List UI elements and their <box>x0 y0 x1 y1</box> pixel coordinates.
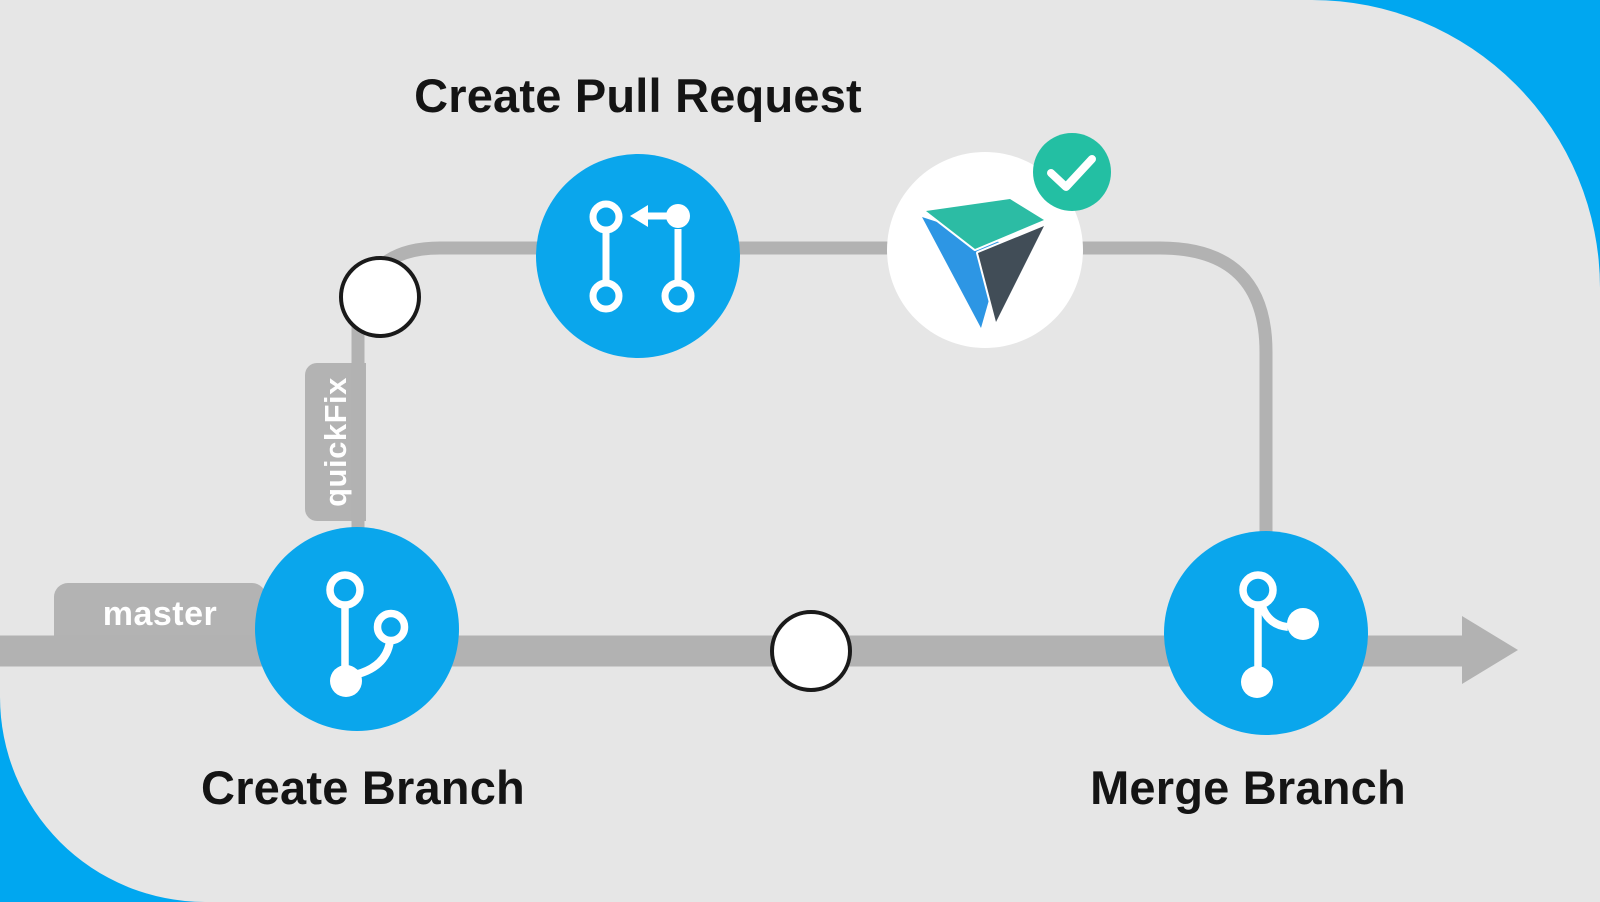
create-branch-title: Create Branch <box>201 761 525 814</box>
git-pull-request-icon <box>589 200 695 313</box>
git-branch-icon <box>326 571 409 697</box>
create-pull-request-title: Create Pull Request <box>414 69 862 122</box>
commit-node-master <box>770 610 852 692</box>
merge-branch-title: Merge Branch <box>1090 761 1406 814</box>
git-merge-icon <box>1239 571 1319 698</box>
commit-node-quickfix <box>339 256 421 338</box>
create-pull-request-node <box>536 154 740 358</box>
status-badge <box>1033 133 1111 211</box>
quickfix-branch-line <box>351 241 1273 640</box>
create-branch-node <box>255 527 459 731</box>
master-branch-tab: master <box>54 583 266 645</box>
checkmark-icon <box>1047 155 1096 191</box>
master-branch-label: master <box>102 594 218 633</box>
merge-branch-node <box>1164 531 1368 735</box>
testproject-logo <box>922 197 1046 328</box>
master-arrowhead-icon <box>1462 616 1518 684</box>
